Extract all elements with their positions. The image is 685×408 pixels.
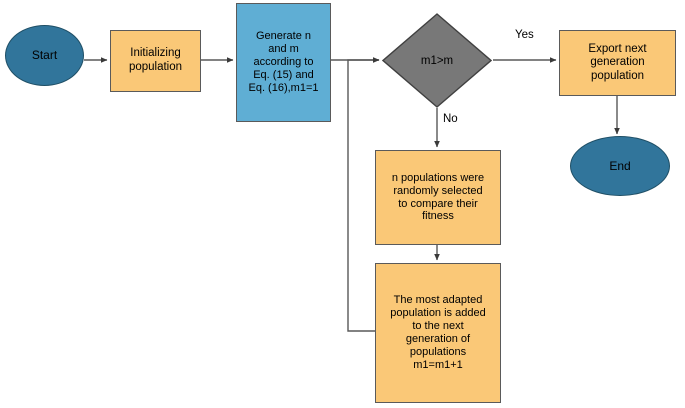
node-start-label: Start xyxy=(31,48,58,63)
node-decision-m1-gt-m-label: m1>m xyxy=(420,54,454,67)
node-end-label: End xyxy=(609,158,631,173)
node-select-populations[interactable]: n populations were randomly selected to … xyxy=(375,150,501,245)
diamond-shape xyxy=(382,13,492,108)
node-most-adapted-population[interactable]: The most adapted population is added to … xyxy=(375,263,501,403)
node-export-next-generation-label: Export next generation population xyxy=(588,42,647,82)
edge-label-yes: Yes xyxy=(515,29,534,41)
node-select-populations-label: n populations were randomly selected to … xyxy=(391,171,485,223)
node-decision-m1-gt-m[interactable]: m1>m xyxy=(382,13,492,108)
node-initializing-population[interactable]: Initializing population xyxy=(110,30,201,92)
node-initializing-population-label: Initializing population xyxy=(128,47,183,73)
node-most-adapted-population-label: The most adapted population is added to … xyxy=(390,294,486,371)
node-generate-n-m[interactable]: Generate n and m according to Eq. (15) a… xyxy=(236,3,331,122)
node-generate-n-m-label: Generate n and m according to Eq. (15) a… xyxy=(248,30,319,94)
edge-label-no: No xyxy=(443,113,458,125)
node-export-next-generation[interactable]: Export next generation population xyxy=(559,30,676,96)
node-end[interactable]: End xyxy=(570,136,670,196)
node-start[interactable]: Start xyxy=(5,25,84,86)
